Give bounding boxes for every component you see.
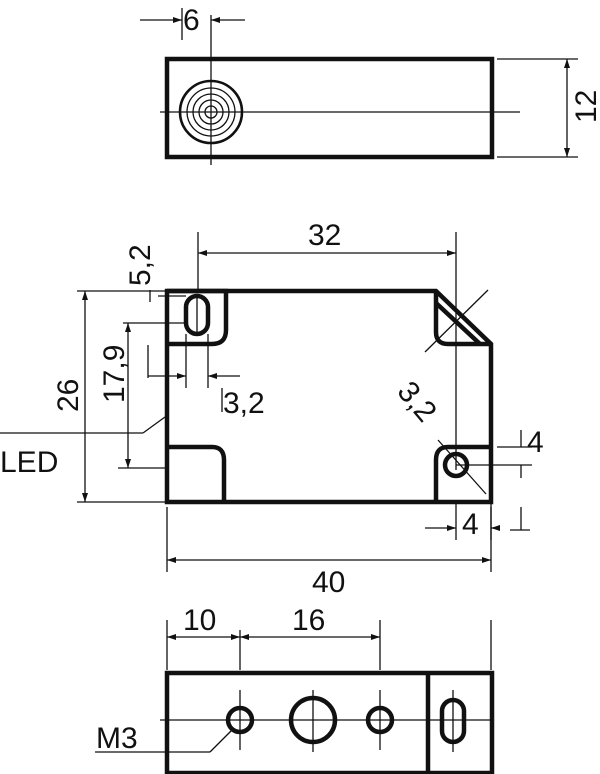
- bottom-view: 10 16 M3: [95, 604, 495, 774]
- front-view-body: [164, 288, 494, 505]
- dim-3-2-right-label: 3,2: [391, 375, 443, 428]
- dim-16-label: 16: [292, 604, 325, 637]
- front-view: 32 5,2 26 17,9 3,2 3,2 LED: [0, 219, 544, 599]
- dim-32-label: 32: [308, 219, 341, 252]
- dim-4-horizontal-label: 4: [462, 508, 479, 541]
- dim-10-label: 10: [183, 604, 216, 637]
- dim-6-label: 6: [183, 4, 200, 37]
- dim-40-label: 40: [312, 566, 345, 599]
- slot-recess-top-left: [167, 288, 229, 347]
- led-label: LED: [0, 446, 58, 479]
- thread-label: M3: [96, 722, 138, 755]
- dim-26-label: 26: [52, 379, 85, 412]
- dim-4-vertical-label: 4: [527, 426, 544, 459]
- top-view: 6 12: [140, 4, 600, 165]
- recess-bottom-left: [167, 444, 227, 502]
- dim-17-9-label: 17,9: [98, 345, 131, 403]
- dim-12-label: 12: [570, 90, 600, 123]
- dim-5-2-label: 5,2: [124, 244, 157, 286]
- top-view-body: [164, 56, 495, 160]
- recess-top-right: [433, 291, 491, 347]
- recess-bottom-right: [433, 444, 491, 502]
- dim-3-2-left-label: 3,2: [223, 387, 265, 420]
- bottom-view-body: [164, 670, 495, 774]
